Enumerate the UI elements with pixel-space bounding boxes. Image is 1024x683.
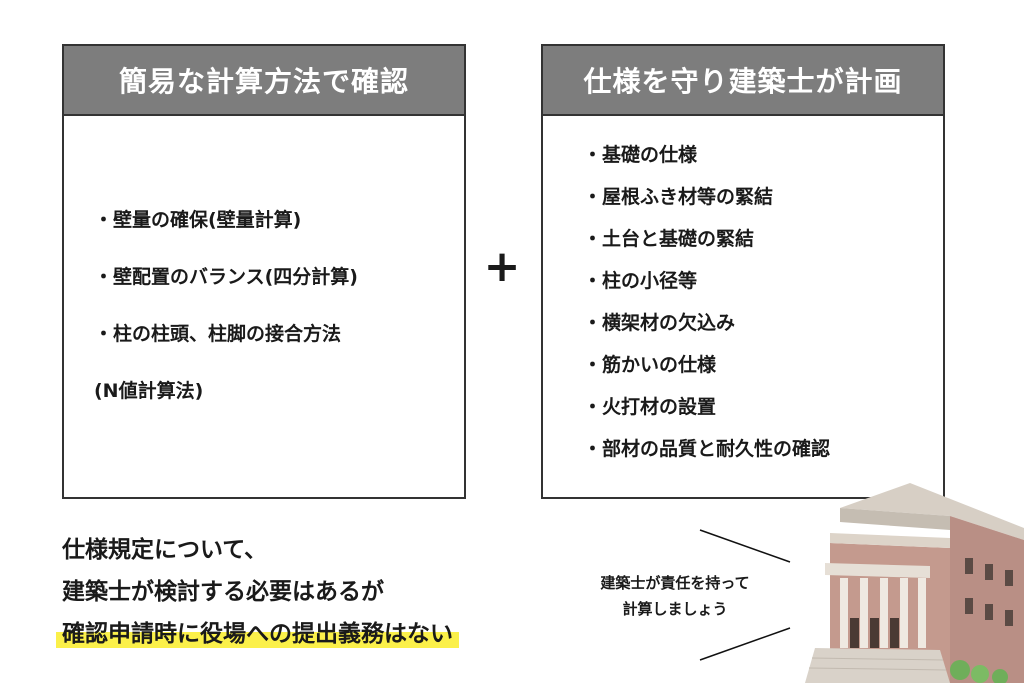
list-item: ・柱の小径等: [583, 270, 698, 292]
list-item: ・火打材の設置: [583, 396, 717, 418]
left-panel-list: ・壁量の確保(壁量計算) ・壁配置のバランス(四分計算) ・柱の柱頭、柱脚の接合…: [94, 206, 358, 434]
plus-sign: +: [483, 241, 521, 292]
callout-line-1: 建築士が責任を持って: [600, 574, 750, 592]
left-panel-title: 簡易な計算方法で確認: [64, 46, 464, 116]
callout-text: 建築士が責任を持って 計算しましょう: [560, 570, 790, 622]
list-item: ・壁量の確保(壁量計算): [94, 209, 302, 231]
right-panel-list: ・基礎の仕様 ・屋根ふき材等の緊結 ・土台と基礎の緊結 ・柱の小径等 ・横架材の…: [583, 139, 830, 475]
list-item: ・部材の品質と耐久性の確認: [583, 438, 831, 460]
list-item: (N値計算法): [94, 380, 204, 402]
list-item: ・壁配置のバランス(四分計算): [94, 266, 358, 288]
list-item: ・柱の柱頭、柱脚の接合方法: [94, 323, 342, 345]
summary-highlighted-line: 確認申請時に役場への提出義務はない: [56, 616, 459, 652]
right-panel: 仕様を守り建築士が計画 ・基礎の仕様 ・屋根ふき材等の緊結 ・土台と基礎の緊結 …: [541, 44, 945, 499]
list-item: ・横架材の欠込み: [583, 312, 736, 334]
summary-line-2: 建築士が検討する必要はあるが: [62, 579, 384, 605]
summary-text: 仕様規定について、 建築士が検討する必要はあるが 確認申請時に役場への提出義務は…: [56, 532, 459, 658]
list-item: ・屋根ふき材等の緊結: [583, 186, 774, 208]
list-item: ・基礎の仕様: [583, 144, 698, 166]
right-panel-title: 仕様を守り建築士が計画: [543, 46, 943, 116]
left-panel: 簡易な計算方法で確認 ・壁量の確保(壁量計算) ・壁配置のバランス(四分計算) …: [62, 44, 466, 499]
list-item: ・土台と基礎の緊結: [583, 228, 755, 250]
list-item: ・筋かいの仕様: [583, 354, 717, 376]
summary-line-1: 仕様規定について、: [62, 537, 268, 563]
building-illustration: [805, 483, 1024, 683]
callout-line-2: 計算しましょう: [622, 600, 728, 618]
